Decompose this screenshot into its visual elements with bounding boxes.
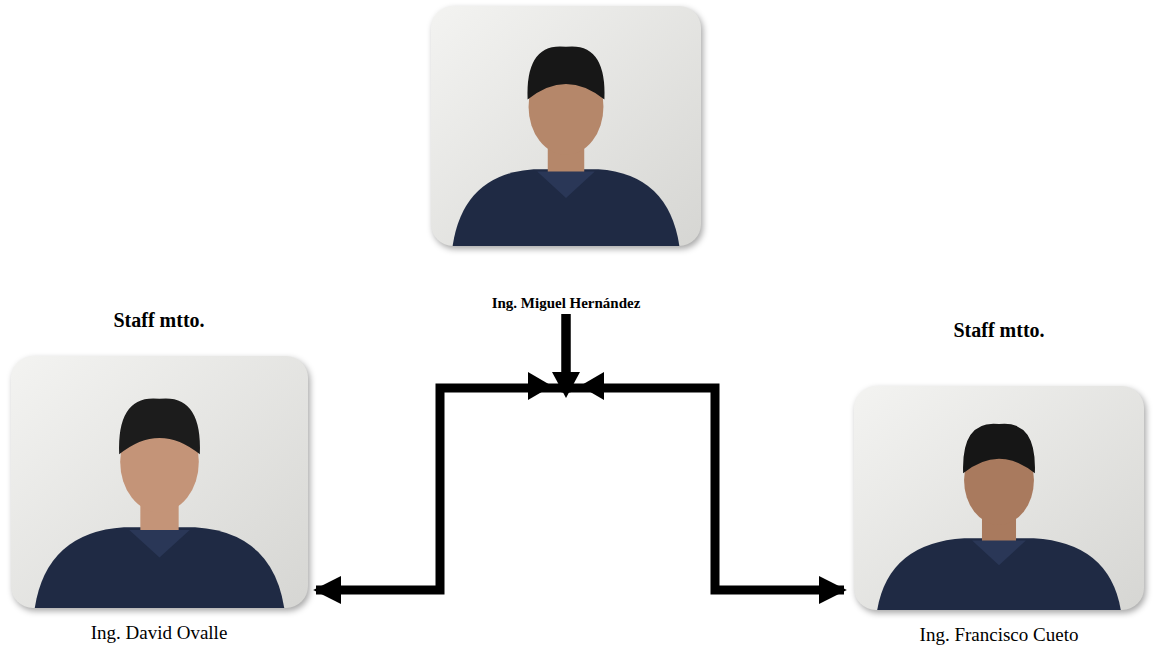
person-name: Ing. Francisco Cueto [920,624,1079,647]
inward-arrowhead [580,372,604,400]
photo-frame [854,386,1144,610]
person-card: Staff mtto. Ing. David Ovalle [6,308,312,645]
person-name: Ing. David Ovalle [91,622,228,645]
portrait-photo [431,6,701,246]
photo-frame [431,6,701,246]
portrait-photo [854,386,1144,610]
role-label: Staff mtto. [113,308,204,332]
portrait-photo [11,356,308,608]
reporting-arrow [316,314,566,590]
person-name: Ing. Miguel Hernández [492,294,641,312]
person-card: Staff mtto. Ing. Francisco Cueto [848,318,1150,647]
role-label: Staff mtto. [953,318,1044,342]
down-arrowhead [552,372,580,398]
person-card: Ing. Miguel Hernández [425,2,707,312]
photo-frame [11,356,308,608]
reporting-arrow [566,314,844,590]
inward-arrowhead [528,372,552,400]
